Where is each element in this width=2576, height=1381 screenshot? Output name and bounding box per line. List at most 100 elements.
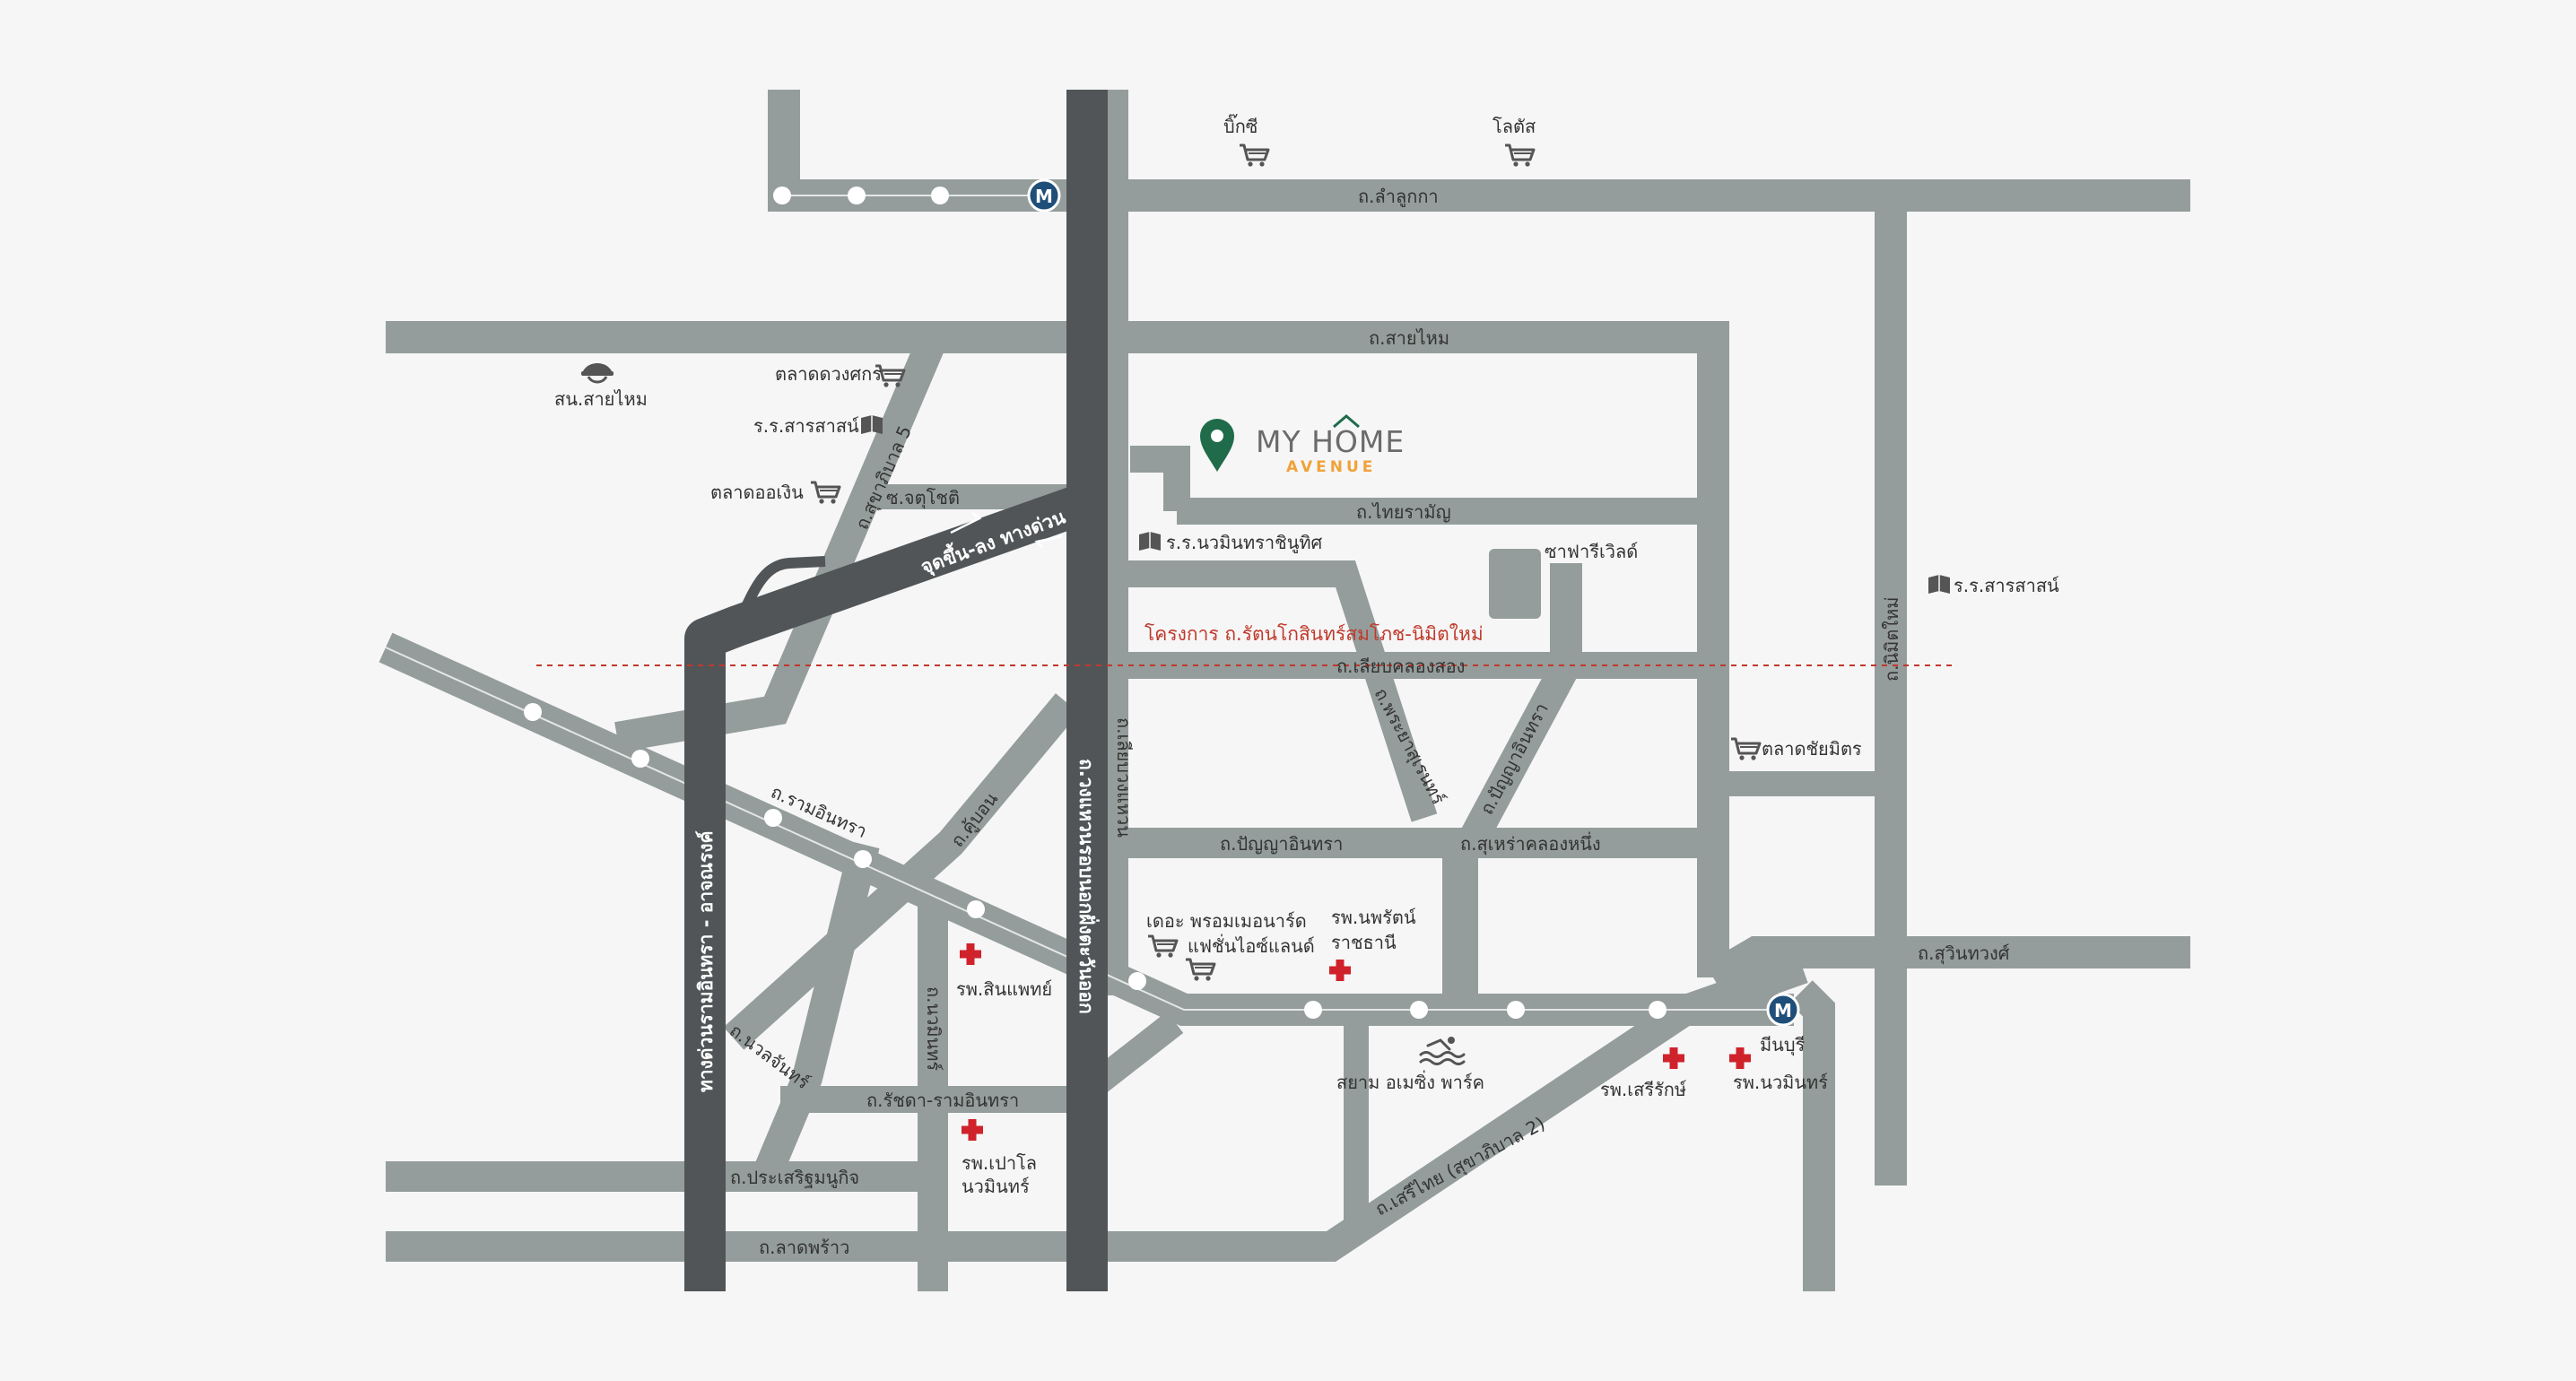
project-line-label: โครงการ ถ.รัตนโกสินทร์สมโภช-นิมิตใหม่ — [1144, 623, 1484, 645]
project-pin[interactable] — [1200, 419, 1234, 472]
place-label-hosp-paolo-line1: รพ.เปาโล — [962, 1152, 1037, 1174]
place-label-school-sarasas-west: ร.ร.สารสาสน์ — [753, 415, 859, 437]
road-khu-bon — [723, 693, 1080, 1050]
safari-world-block — [1489, 549, 1541, 619]
place-label-promenade-line2: แฟชั่นไอซ์แลนด์ — [1188, 934, 1315, 957]
place-label-promenade-line1: เดอะ พรอมเมอนาร์ด — [1146, 910, 1307, 932]
expressway-ramintra-atnarong — [684, 482, 1094, 1291]
place-label-big-c: บิ๊กซี — [1223, 113, 1258, 137]
cart-icon — [1238, 143, 1270, 169]
place-label-lotus: โลตัส — [1493, 116, 1536, 137]
road-label-ramintra-atnarong: ทางด่วนรามอินทรา - อาจณรงค์ — [695, 830, 717, 1092]
road-metro-spur — [768, 90, 1076, 212]
road-label-liap-wari: ถ.เลียบวงแหวน — [1113, 717, 1135, 838]
place-label-talat-chaimit: ตลาดชัยมิตร — [1762, 738, 1862, 760]
hospital-icon — [1729, 1047, 1751, 1069]
place-label-hosp-nopparat-line1: รพ.นพรัตน์ — [1331, 907, 1416, 928]
place-label-school-nawamin: ร.ร.นวมินทราชินูทิศ — [1166, 532, 1323, 554]
cart-icon — [1146, 934, 1179, 960]
place-label-hosp-nawamin: รพ.นวมินทร์ — [1733, 1072, 1828, 1093]
place-label-hosp-paolo-line2: นวมินทร์ — [962, 1176, 1030, 1197]
station-dot — [631, 750, 649, 768]
station-dot — [773, 187, 791, 204]
road-label-liap-khlong-song: ถ.เลียบคลองสอง — [1336, 656, 1465, 677]
brand-sub: AVENUE — [1286, 458, 1376, 476]
station-dot — [1304, 1001, 1322, 1019]
arrow-up-icon — [950, 512, 982, 534]
road-label-kanchanaphisek: ถ.วงแหวนรอบนอกฝั่งตะวันออก — [1075, 759, 1101, 1014]
station-dot — [1410, 1001, 1428, 1019]
cart-icon — [1503, 143, 1536, 169]
expressways — [684, 90, 1108, 1291]
brand-name: MY HOME — [1256, 424, 1405, 459]
cart-icon — [1184, 958, 1216, 983]
road-label-panya-inthra: ถ.ปัญญาอินทรา — [1220, 833, 1343, 855]
station-dot — [524, 703, 542, 721]
place-label-talat-oengoen: ตลาดออเงิน — [710, 482, 804, 503]
road-thai-raman-stub — [1130, 446, 1190, 511]
book-icon — [1928, 574, 1951, 595]
metro-badge-text: M — [1774, 1000, 1792, 1021]
stations — [524, 187, 1667, 1019]
hospital-icon — [960, 943, 981, 965]
metro-badge-text: M — [1035, 186, 1053, 207]
station-dot — [1128, 972, 1146, 990]
brand-logo: MY HOME AVENUE — [1256, 414, 1405, 476]
road-label-panya-inthra-diag: ถ.ปัญญาอินทรา — [1475, 699, 1553, 819]
place-label-talat-duangsakorn: ตลาดดวงศกร — [775, 363, 882, 385]
place-label-hosp-sinphaet: รพ.สินแพทย์ — [956, 978, 1052, 1000]
hospital-icon — [1329, 960, 1351, 981]
road-label-suhara-khlong-nueng: ถ.สุเหร่าคลองหนึ่ง — [1460, 831, 1601, 856]
metro-badge-north: M — [1027, 178, 1061, 213]
road-label-chatuchot: ซ.จตุโชติ — [886, 487, 960, 509]
road-label-thai-raman: ถ.ไทยรามัญ — [1356, 501, 1451, 523]
road-network — [379, 90, 2190, 1291]
arrow-down-icon — [1034, 534, 1063, 548]
road-sukhaphiban-5 — [614, 333, 947, 752]
road-label-suwinthawong: ถ.สุวินทวงศ์ — [1918, 942, 2010, 965]
road-nawamin-school — [1128, 560, 1438, 822]
place-label-min-buri: มีนบุรี — [1760, 1034, 1806, 1056]
place-label-hosp-serirak: รพ.เสรีรักษ์ — [1600, 1079, 1687, 1100]
book-icon — [1138, 531, 1162, 552]
station-dot — [848, 187, 866, 204]
hospital-icon — [962, 1119, 983, 1141]
house-icon — [1333, 414, 1360, 429]
station-dot — [1507, 1001, 1525, 1019]
cart-icon — [809, 481, 841, 506]
station-dot — [854, 850, 872, 868]
road-lat-phrao-seri-thai — [386, 953, 1808, 1262]
station-dot — [1649, 1001, 1667, 1019]
place-label-school-sarasas-east: ร.ร.สารสาสน์ — [1954, 575, 2059, 596]
road-label-prasert-manukit: ถ.ประเสริฐมนูกิจ — [730, 1167, 859, 1189]
ramp-arrows — [950, 512, 1063, 548]
road-label-nawamin: ถ.นวมินทร์ — [923, 986, 944, 1071]
cart-icon — [1729, 737, 1762, 762]
expressway-loop-ramp — [732, 556, 826, 629]
hospital-icon — [1663, 1047, 1684, 1069]
station-dot — [967, 900, 985, 918]
metro-badge-east: M — [1766, 993, 1800, 1027]
place-label-police-sai-mai: สน.สายไหม — [554, 388, 648, 410]
road-label-nimit-mai: ถ.นิมิตใหม่ — [1881, 597, 1902, 682]
place-label-safari-world: ซาฟารีเวิลด์ — [1545, 541, 1638, 562]
road-label-seri-thai: ถ.เสรีไทย (สุขาภิบาล 2) — [1371, 1112, 1549, 1220]
book-icon — [860, 414, 883, 435]
road-ratchada-ramintra — [780, 1012, 1184, 1113]
station-dot — [931, 187, 949, 204]
metro-line-ramintra — [385, 647, 1794, 1011]
swimming-icon — [1419, 1037, 1466, 1065]
place-label-hosp-nopparat-line2: ราชธานี — [1331, 932, 1397, 953]
road-panya-inthra-diag — [1458, 657, 1580, 851]
road-label-lam-luk-ka: ถ.ลำลูกกา — [1358, 186, 1439, 208]
road-label-lat-phrao: ถ.ลาดพร้าว — [759, 1237, 849, 1258]
location-pin-icon — [1200, 419, 1234, 472]
station-dot — [764, 809, 782, 827]
road-label-ratchada-ramintra: ถ.รัชดา-รามอินทรา — [866, 1090, 1019, 1111]
police-icon — [581, 363, 614, 384]
road-sai-mai-east — [1112, 321, 1729, 977]
road-min-buri-south — [1789, 980, 1835, 1291]
road-label-sai-mai: ถ.สายไหม — [1369, 327, 1449, 349]
road-suwinthawong — [1704, 936, 2190, 992]
